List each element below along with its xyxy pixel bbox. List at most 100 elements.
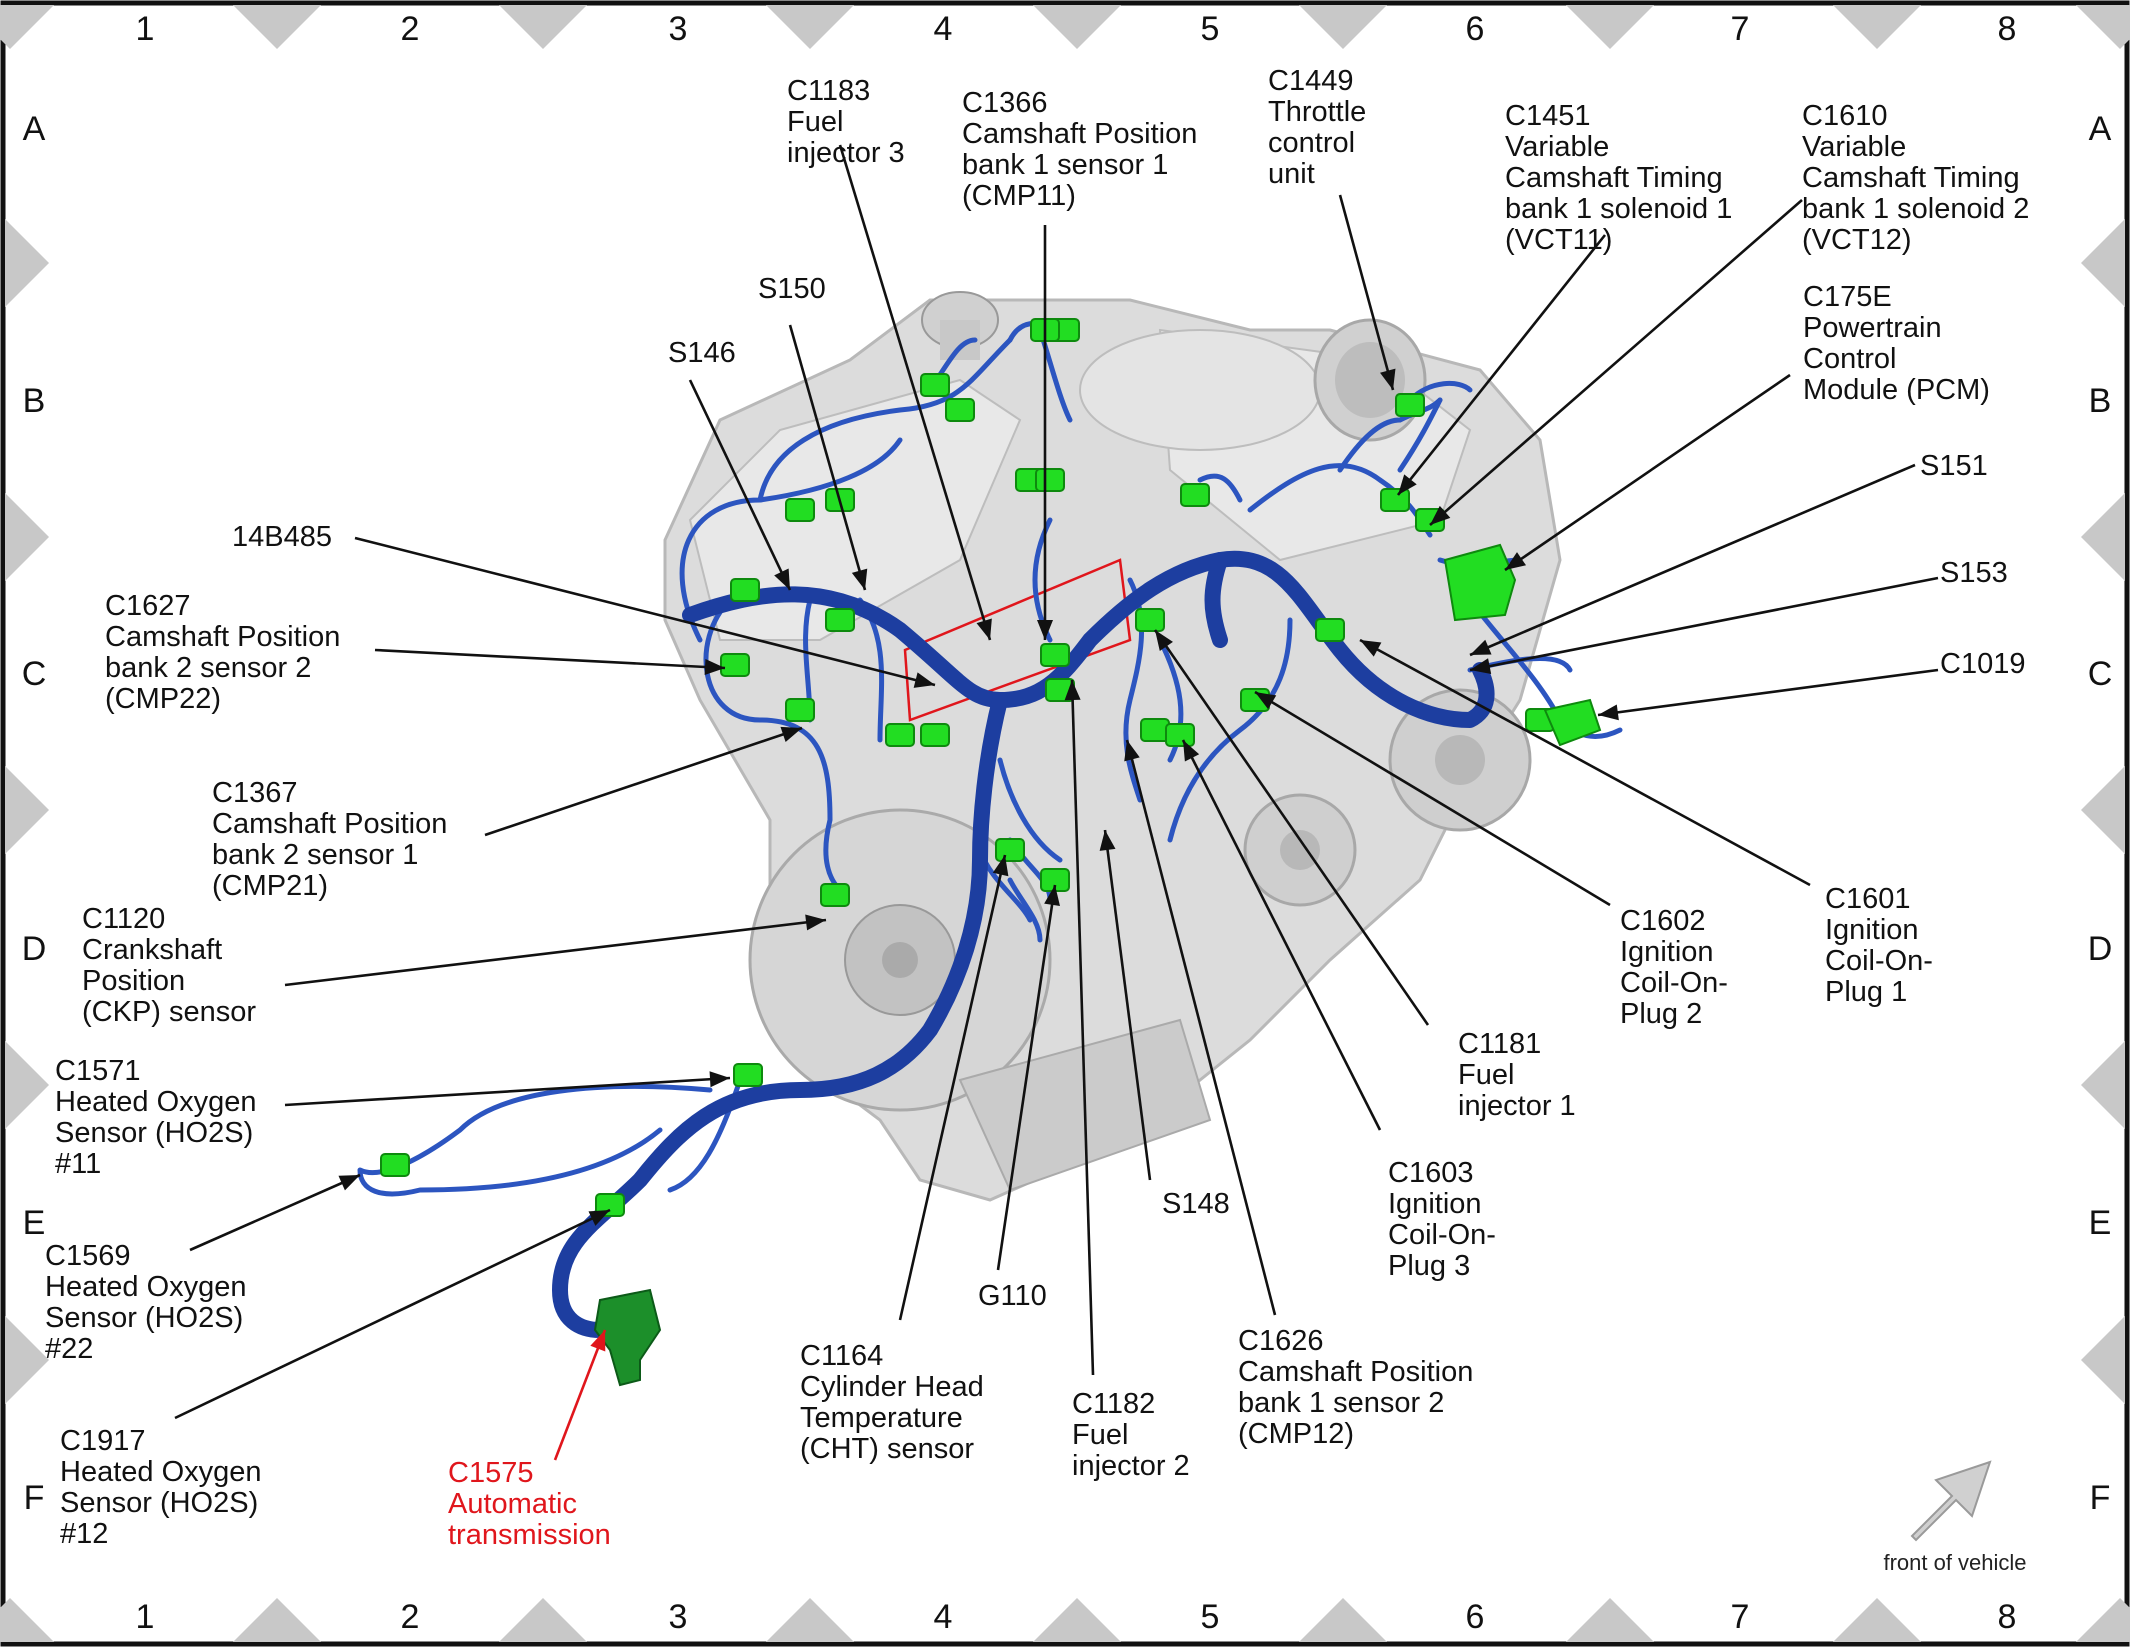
timing-cover-outline: [903, 558, 1132, 722]
callout-line: Camshaft Position: [1238, 1356, 1473, 1388]
grid-marker: [5, 493, 49, 581]
harness-branch: [1167, 617, 1293, 843]
leader-line: [374, 648, 726, 670]
grid-marker: [1033, 1598, 1121, 1642]
callout-line: Automatic: [448, 1488, 577, 1520]
callout-line: bank 2 sensor 1: [212, 839, 418, 871]
harness-branch: [1397, 397, 1443, 473]
harness-branch: [357, 1083, 713, 1197]
callout-line: C1366: [962, 87, 1047, 119]
connector: [825, 608, 855, 632]
callout-line: C1571: [55, 1055, 140, 1087]
callout-line: C1569: [45, 1240, 130, 1272]
throttle-bore: [1335, 342, 1405, 418]
grid-row-label: D: [2088, 930, 2113, 968]
callout-line: Position: [82, 965, 185, 997]
callout-line: C1019: [1940, 648, 2025, 680]
front-arrow-icon: [1910, 1460, 1992, 1542]
leader-line: [838, 144, 992, 641]
connector: [720, 653, 750, 677]
callout-line: Ignition: [1620, 936, 1714, 968]
leader-line: [996, 884, 1057, 1271]
callout-line: C1182: [1072, 1388, 1155, 1420]
callout-line: S150: [758, 273, 826, 305]
grid-marker: [0, 5, 54, 49]
grid-column-label: 3: [669, 1598, 688, 1636]
callout-line: C1603: [1388, 1157, 1473, 1189]
pcm-connector: [1443, 543, 1517, 622]
leader-line: [1597, 668, 1939, 717]
connector: [1035, 468, 1065, 492]
callout-line: injector 3: [787, 137, 905, 169]
leader-line: [1103, 829, 1152, 1181]
grid-marker: [2076, 5, 2130, 49]
callout-line: #22: [45, 1333, 93, 1365]
leader-line: [1254, 690, 1611, 907]
callout-line: (CMP21): [212, 870, 328, 902]
callout-line: C1120: [82, 903, 165, 935]
connector: [1140, 718, 1170, 742]
callout-line: Powertrain: [1803, 312, 1942, 344]
leader-arrowhead: [1505, 552, 1527, 570]
grid-column-label: 4: [934, 1598, 953, 1636]
callout-line: Ignition: [1388, 1188, 1482, 1220]
front-of-vehicle-label: front of vehicle: [1883, 1550, 2026, 1575]
callout-line: Plug 3: [1388, 1250, 1470, 1282]
callout-line: C1917: [60, 1425, 145, 1457]
callout-line: Heated Oxygen: [55, 1086, 257, 1118]
connector: [730, 578, 760, 602]
callout-line: bank 2 sensor 2: [105, 652, 311, 684]
callout-s150: S150: [758, 273, 826, 305]
grid-column-label: 6: [1466, 1598, 1485, 1636]
harness-trunk: [552, 692, 1008, 1338]
callout-line: Sensor (HO2S): [60, 1487, 258, 1519]
callout-line: bank 1 solenoid 2: [1802, 193, 2029, 225]
connector: [885, 723, 915, 747]
callout-line: Coil-On-: [1620, 967, 1728, 999]
connector: [920, 723, 950, 747]
grid-marker: [1299, 1598, 1387, 1642]
callout-s148: S148: [1162, 1188, 1230, 1220]
callout-line: (CKP) sensor: [82, 996, 256, 1028]
callout-line: transmission: [448, 1519, 611, 1551]
grid-marker: [766, 1598, 854, 1642]
grid-marker: [0, 1598, 54, 1642]
callout-g110: G110: [978, 1280, 1047, 1312]
leader-arrowhead: [774, 568, 790, 590]
harness-trunk: [682, 550, 1495, 728]
grid-row-label: F: [24, 1479, 45, 1517]
flywheel-center: [882, 942, 918, 978]
leader-line: [284, 918, 827, 987]
connector: [1040, 643, 1070, 667]
grid-marker: [2081, 493, 2125, 581]
intake-manifold: [1079, 329, 1321, 451]
grid-marker: [499, 1598, 587, 1642]
grid-column-label: 8: [1998, 1598, 2017, 1636]
connector: [1380, 488, 1410, 512]
leader-arrowhead: [1430, 505, 1451, 525]
callout-line: Camshaft Position: [105, 621, 340, 653]
callout-line: Ignition: [1825, 914, 1919, 946]
grid-column-label: 2: [401, 10, 420, 48]
connector: [995, 838, 1025, 862]
harness-branch: [1007, 877, 1043, 943]
callout-line: Fuel: [787, 106, 843, 138]
callout-line: Temperature: [800, 1402, 963, 1434]
leader-line: [284, 1076, 731, 1107]
callout-line: Cylinder Head: [800, 1371, 984, 1403]
callout-c1019: C1019: [1940, 648, 2025, 680]
leader-arrowhead: [1255, 692, 1277, 710]
grid-column-label: 7: [1731, 10, 1750, 48]
pulley-small-hub: [1280, 830, 1320, 870]
grid-row-label: E: [23, 1204, 46, 1242]
grid-column-label: 8: [1998, 10, 2017, 48]
